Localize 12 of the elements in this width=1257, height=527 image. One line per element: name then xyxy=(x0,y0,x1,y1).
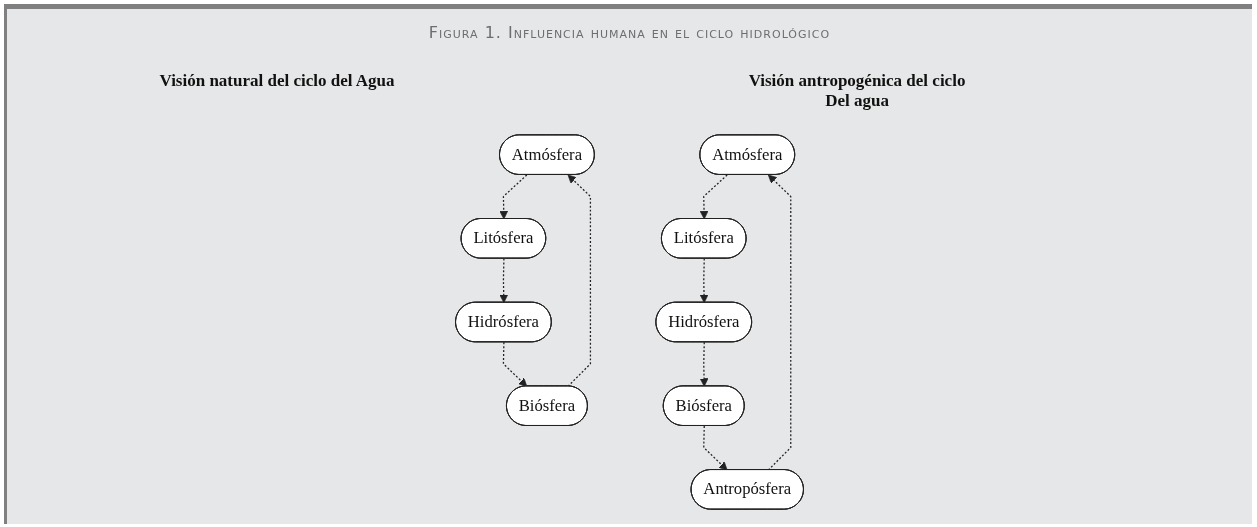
arrow xyxy=(699,258,709,304)
arrow xyxy=(502,341,528,387)
arrow xyxy=(567,174,592,387)
figure-title: Figura 1. Influencia humana en el ciclo hidrológico xyxy=(427,23,832,42)
arrow xyxy=(703,425,728,471)
arrow xyxy=(767,174,792,471)
diagram-heading: Visión natural del ciclo del Agua xyxy=(158,71,396,91)
arrow xyxy=(499,174,528,220)
arrow xyxy=(699,174,728,220)
arrow xyxy=(499,258,509,304)
arrow xyxy=(699,341,709,387)
diagram-heading: Visión antropogénica del ciclo Del agua xyxy=(747,71,967,111)
